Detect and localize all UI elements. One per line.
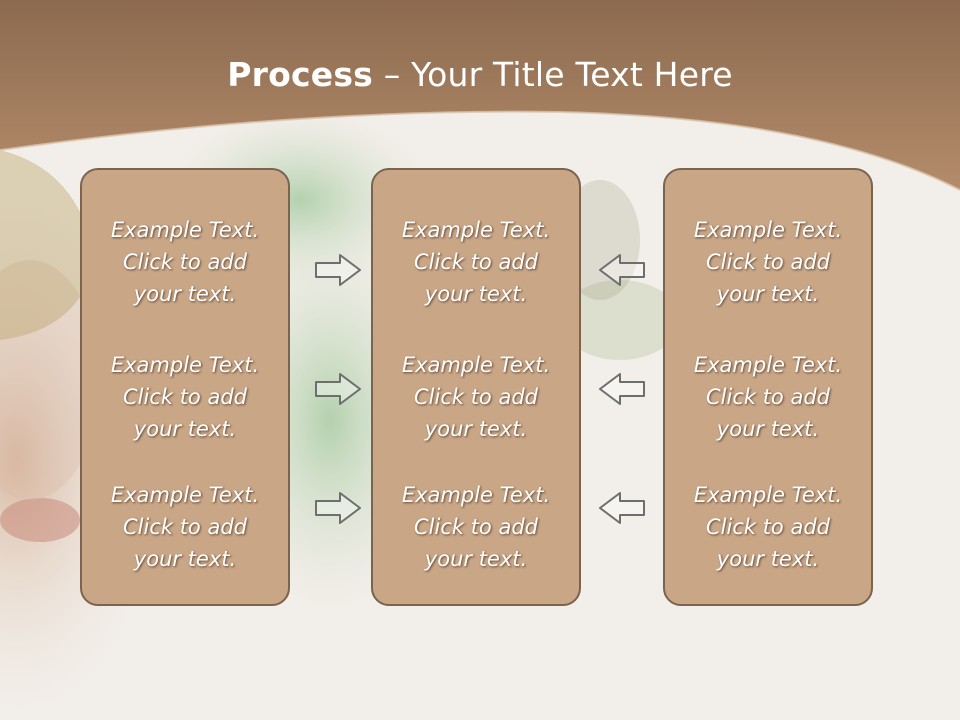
text-item[interactable]: Example Text. Click to add your text. xyxy=(665,349,871,445)
text-line: Example Text. xyxy=(110,483,260,507)
text-line: Example Text. xyxy=(693,218,843,242)
text-line: Example Text. xyxy=(110,218,260,242)
text-item[interactable]: Example Text. Click to add your text. xyxy=(665,214,871,310)
text-item[interactable]: Example Text. Click to add your text. xyxy=(373,214,579,310)
text-line: Click to add xyxy=(122,385,247,409)
text-line: Click to add xyxy=(122,250,247,274)
text-item[interactable]: Example Text. Click to add your text. xyxy=(82,479,288,575)
text-line: Example Text. xyxy=(401,218,551,242)
process-box-right[interactable]: Example Text. Click to add your text. Ex… xyxy=(663,168,873,606)
text-line: your text. xyxy=(133,417,237,441)
text-line: Example Text. xyxy=(693,483,843,507)
title-bold: Process xyxy=(227,55,374,94)
arrow-right-icon xyxy=(315,373,361,405)
text-item[interactable]: Example Text. Click to add your text. xyxy=(665,479,871,575)
text-line: Example Text. xyxy=(401,353,551,377)
text-line: Click to add xyxy=(122,515,247,539)
text-line: Example Text. xyxy=(401,483,551,507)
text-line: Example Text. xyxy=(693,353,843,377)
text-line: Click to add xyxy=(413,515,538,539)
text-line: Click to add xyxy=(413,250,538,274)
text-line: Example Text. xyxy=(110,353,260,377)
process-box-left[interactable]: Example Text. Click to add your text. Ex… xyxy=(80,168,290,606)
title-rest: – Your Title Text Here xyxy=(373,55,733,94)
arrow-left-icon xyxy=(599,254,645,286)
text-line: your text. xyxy=(716,547,820,571)
text-item[interactable]: Example Text. Click to add your text. xyxy=(82,349,288,445)
text-item[interactable]: Example Text. Click to add your text. xyxy=(373,479,579,575)
slide-title[interactable]: Process – Your Title Text Here xyxy=(0,55,960,94)
text-line: Click to add xyxy=(705,385,830,409)
process-box-middle[interactable]: Example Text. Click to add your text. Ex… xyxy=(371,168,581,606)
text-line: your text. xyxy=(716,282,820,306)
text-line: your text. xyxy=(424,547,528,571)
text-line: your text. xyxy=(716,417,820,441)
text-line: your text. xyxy=(424,282,528,306)
text-line: Click to add xyxy=(705,250,830,274)
arrow-left-icon xyxy=(599,492,645,524)
text-line: your text. xyxy=(424,417,528,441)
text-line: your text. xyxy=(133,547,237,571)
arrow-left-icon xyxy=(599,373,645,405)
arrow-right-icon xyxy=(315,492,361,524)
text-item[interactable]: Example Text. Click to add your text. xyxy=(373,349,579,445)
text-item[interactable]: Example Text. Click to add your text. xyxy=(82,214,288,310)
text-line: your text. xyxy=(133,282,237,306)
arrow-right-icon xyxy=(315,254,361,286)
text-line: Click to add xyxy=(705,515,830,539)
text-line: Click to add xyxy=(413,385,538,409)
